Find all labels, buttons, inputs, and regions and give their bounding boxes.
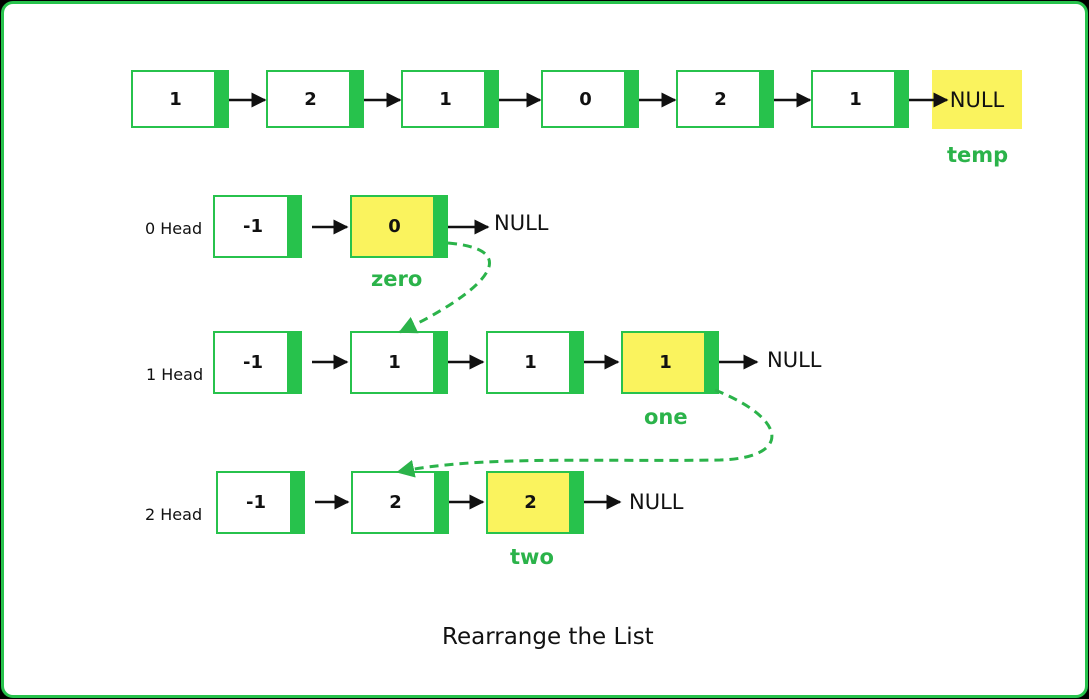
next-pointer-block bbox=[287, 333, 300, 392]
two-list-dummy-node: -1 bbox=[216, 471, 305, 534]
node-value: 1 bbox=[388, 352, 401, 373]
zero-head-label: 0 Head bbox=[145, 219, 203, 238]
zero-to-one-connector bbox=[398, 241, 491, 334]
node-value: 1 bbox=[659, 352, 672, 373]
main-list-null-box: NULL bbox=[932, 70, 1022, 129]
two-head-label: 2 Head bbox=[145, 505, 203, 524]
main-list-node-1: 1 bbox=[131, 70, 229, 128]
one-list-dummy-node: -1 bbox=[213, 331, 302, 394]
next-pointer-block bbox=[287, 197, 300, 256]
zero-list-dummy-node: -1 bbox=[213, 195, 302, 258]
node-value: 0 bbox=[579, 88, 592, 110]
main-list-node-2: 2 bbox=[266, 70, 364, 128]
next-pointer-block bbox=[894, 72, 907, 126]
two-list-node-2: 2 bbox=[486, 471, 584, 534]
node-value: -1 bbox=[243, 216, 263, 237]
node-value: 1 bbox=[524, 352, 537, 373]
one-list-node-3: 1 bbox=[621, 331, 719, 394]
main-list-node-3: 1 bbox=[401, 70, 499, 128]
next-pointer-block bbox=[484, 72, 497, 126]
one-list-null: NULL bbox=[767, 348, 822, 372]
zero-list-node: 0 bbox=[350, 195, 448, 258]
node-value: 2 bbox=[304, 88, 317, 110]
next-pointer-block bbox=[569, 473, 582, 532]
zero-pointer-label: zero bbox=[371, 267, 423, 291]
diagram-caption: Rearrange the List bbox=[442, 624, 654, 650]
node-value: 2 bbox=[389, 492, 402, 513]
two-list-null: NULL bbox=[629, 490, 684, 514]
node-value: 0 bbox=[388, 216, 401, 237]
node-value: -1 bbox=[243, 352, 263, 373]
next-pointer-block bbox=[433, 333, 446, 392]
main-list-node-6: 1 bbox=[811, 70, 909, 128]
next-pointer-block bbox=[290, 473, 303, 532]
two-list-node-1: 2 bbox=[351, 471, 449, 534]
zero-list-null: NULL bbox=[494, 211, 549, 235]
node-value: 1 bbox=[439, 88, 452, 110]
next-pointer-block bbox=[434, 473, 447, 532]
one-list-node-2: 1 bbox=[486, 331, 584, 394]
one-pointer-label: one bbox=[644, 405, 688, 429]
main-list-node-4: 0 bbox=[541, 70, 639, 128]
node-value: 2 bbox=[524, 492, 537, 513]
next-pointer-block bbox=[433, 197, 446, 256]
next-pointer-block bbox=[569, 333, 582, 392]
one-head-label: 1 Head bbox=[146, 365, 204, 384]
two-pointer-label: two bbox=[510, 545, 554, 569]
next-pointer-block bbox=[704, 333, 717, 392]
one-to-two-connector bbox=[396, 388, 774, 478]
node-value: -1 bbox=[246, 492, 266, 513]
next-pointer-block bbox=[759, 72, 772, 126]
next-pointer-block bbox=[214, 72, 227, 126]
node-value: 1 bbox=[849, 88, 862, 110]
main-list-node-5: 2 bbox=[676, 70, 774, 128]
next-pointer-block bbox=[349, 72, 362, 126]
next-pointer-block bbox=[624, 72, 637, 126]
temp-pointer-label: temp bbox=[947, 143, 1009, 167]
node-value: 2 bbox=[714, 88, 727, 110]
node-value: 1 bbox=[169, 88, 182, 110]
